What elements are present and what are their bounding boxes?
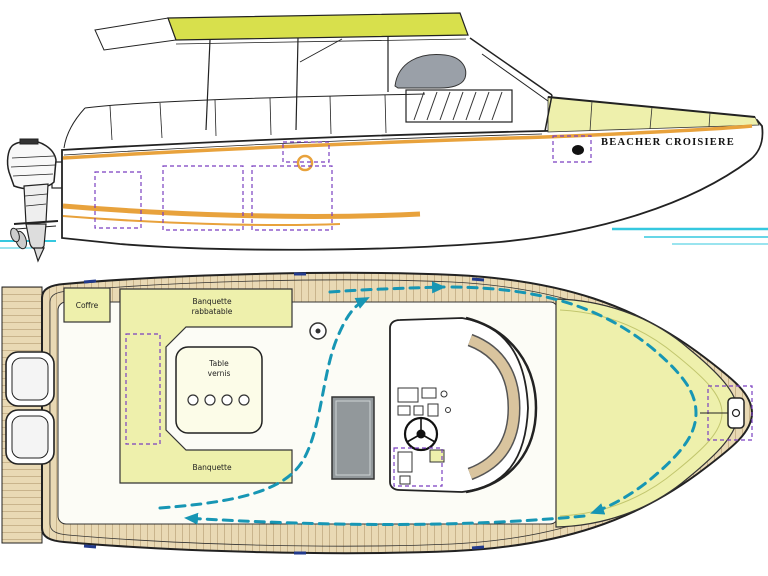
steering-wheel [403, 416, 439, 452]
bow-hardware [700, 385, 753, 441]
waterline-marks [0, 227, 768, 249]
porthole [572, 145, 584, 155]
helm-seat-pod [394, 53, 467, 89]
helm-console [389, 316, 538, 494]
coffre-box: Coffre [63, 287, 111, 323]
hull-accent-stripes [62, 124, 753, 227]
table-label-2: vernis [208, 369, 231, 378]
bench-dashed-outline [125, 333, 161, 445]
bow-window-band [547, 96, 760, 133]
console-windscreen [465, 316, 538, 494]
circulation-path [158, 281, 698, 526]
canopy-front-panel [94, 17, 177, 51]
deck-fitting [309, 322, 327, 340]
table-label-1: Table [208, 359, 229, 368]
louver-vent [405, 89, 513, 123]
stern-seats [5, 351, 55, 465]
instrument-panel [397, 387, 451, 485]
boat-name-label: BEACHER CROISIERE [601, 137, 735, 148]
console-dashed-outline [393, 447, 443, 487]
fold-bench-label-1: Banquette [192, 297, 232, 306]
plan-view: Coffre Banquette rabbatable Banquette Ta… [1, 271, 754, 555]
deck-sheer-line [63, 133, 543, 156]
engine-hatch [331, 396, 375, 480]
table: Table vernis [175, 346, 263, 434]
side-view: BEACHER CROISIERE [0, 12, 768, 263]
cup-holders [187, 394, 250, 406]
leaning-post-band [468, 335, 520, 479]
fold-bench-label-2: rabbatable [192, 307, 233, 316]
bench-unit: Banquette rabbatable Banquette [119, 288, 293, 484]
aft-bench-label: Banquette [192, 463, 232, 472]
coffre-label: Coffre [76, 301, 99, 310]
cleats [83, 272, 485, 555]
outboard-motor [6, 138, 65, 263]
canopy [94, 12, 469, 131]
interior-dashed-outlines [94, 135, 592, 231]
windshield [469, 37, 553, 132]
canopy-yellow-top [167, 12, 469, 41]
bow-rail [63, 93, 426, 149]
fuel-cap [296, 154, 314, 172]
